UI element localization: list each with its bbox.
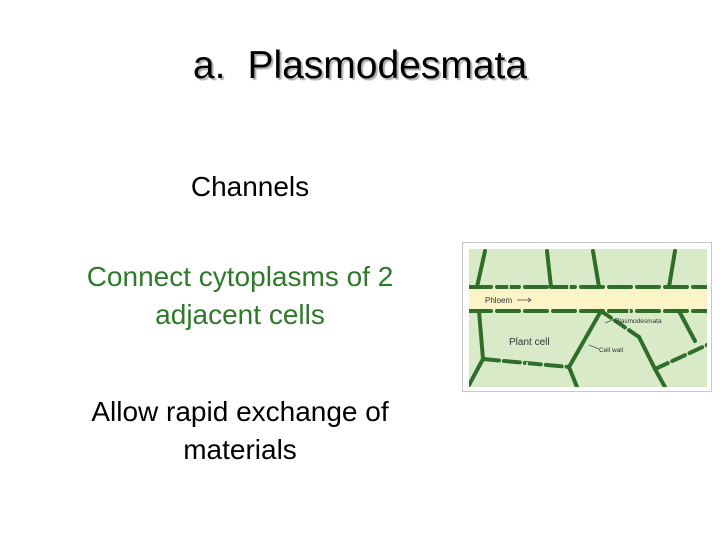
label-plasmodesmata: Plasmodesmata <box>615 318 662 325</box>
bullet-connect-cytoplasms: Connect cytoplasms of 2 adjacent cells <box>86 261 394 330</box>
bullet-channels: Channels <box>190 171 310 202</box>
label-cell-wall: Cell wall <box>599 347 624 354</box>
label-phloem: Phloem <box>485 296 512 305</box>
plasmodesmata-pores <box>508 285 630 366</box>
title-text: Plasmodesmata <box>247 44 528 87</box>
slide-title: a. Plasmodesmata <box>0 44 720 88</box>
title-number: a. <box>192 44 226 87</box>
plasmodesmata-diagram: Phloem Plant cell Plasmodesmata Cell wal… <box>462 242 712 392</box>
bullet-rapid-exchange: Allow rapid exchange of materials <box>91 396 389 465</box>
phloem-band <box>469 287 707 311</box>
label-plant-cell: Plant cell <box>509 337 550 348</box>
leader-lines <box>517 297 616 350</box>
diagram-svg: Phloem Plant cell Plasmodesmata Cell wal… <box>469 249 707 387</box>
